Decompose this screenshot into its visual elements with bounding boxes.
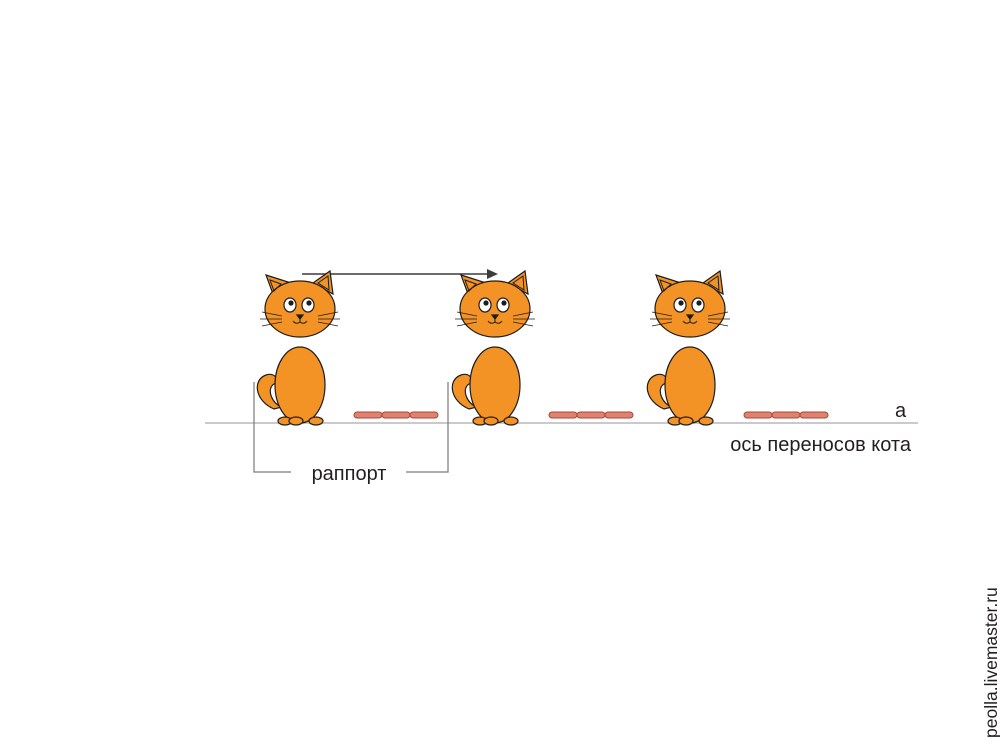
rapport-label: раппорт [312, 463, 387, 485]
rapport-bracket [253, 382, 449, 473]
sausage-icon [576, 411, 606, 419]
motif-row [256, 270, 829, 426]
arrow-right-icon [487, 269, 498, 279]
sausage-icon [771, 411, 801, 419]
axis-letter: a [895, 400, 907, 422]
sausage-icon [381, 411, 411, 419]
sausage-icon [409, 411, 439, 419]
sausage-icon [604, 411, 634, 419]
sausage-icon [743, 411, 773, 419]
sausage-icon [353, 411, 383, 419]
watermark: peolla.livemaster.ru [981, 587, 1000, 738]
translation-arrow [302, 269, 498, 279]
cat-icon [646, 270, 731, 426]
sausage-icon [548, 411, 578, 419]
axis-caption: ось переносов кота [730, 434, 912, 456]
cat-icon [451, 270, 536, 426]
watermark-text: peolla.livemaster.ru [981, 587, 1000, 738]
sausage-icon [799, 411, 829, 419]
cat-icon [256, 270, 341, 426]
